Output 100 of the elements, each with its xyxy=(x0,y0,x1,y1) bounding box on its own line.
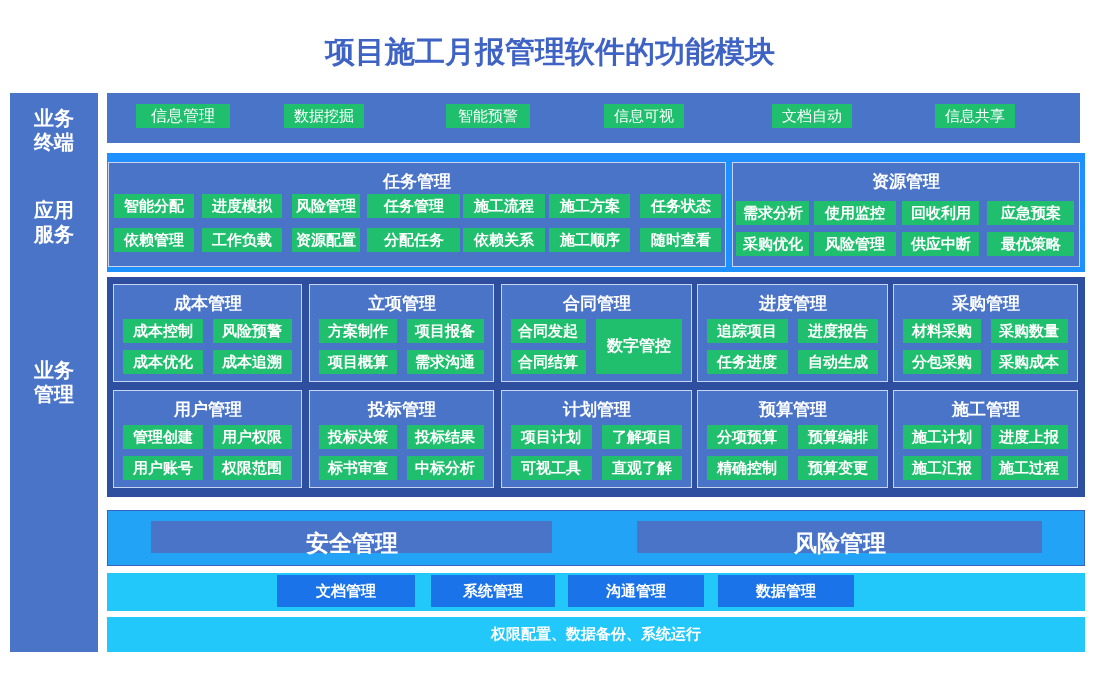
panel-heading: 任务管理 xyxy=(383,170,451,193)
feature-tag: 信息可视 xyxy=(604,104,684,128)
feature-tag: 工作负载 xyxy=(202,228,282,252)
feature-tag: 自动生成 xyxy=(797,350,878,374)
feature-tag: 成本追溯 xyxy=(212,350,292,374)
feature-tag: 分项预算 xyxy=(707,425,788,449)
feature-tag: 任务管理 xyxy=(367,194,460,218)
module-button: 系统管理 xyxy=(431,575,555,607)
feature-tag: 投标决策 xyxy=(319,425,397,449)
module-panel xyxy=(113,284,302,382)
feature-tag: 了解项目 xyxy=(601,425,682,449)
module-panel xyxy=(501,284,692,382)
module-panel xyxy=(501,390,692,488)
feature-tag: 依赖关系 xyxy=(463,228,545,252)
feature-tag: 可视工具 xyxy=(511,456,592,480)
feature-tag: 施工流程 xyxy=(463,194,545,218)
feature-tag: 施工方案 xyxy=(549,194,630,218)
module-panel xyxy=(732,162,1080,267)
feature-tag: 风险预警 xyxy=(212,319,292,343)
panel-heading: 用户管理 xyxy=(173,398,242,421)
feature-tag: 中标分析 xyxy=(406,456,484,480)
feature-tag: 风险管理 xyxy=(292,194,360,218)
feature-tag: 需求沟通 xyxy=(406,350,484,374)
module-panel xyxy=(697,284,888,382)
band-background xyxy=(107,573,1085,611)
feature-tag: 权限范围 xyxy=(212,456,292,480)
feature-tag: 精确控制 xyxy=(707,456,788,480)
feature-tag: 依赖管理 xyxy=(114,228,194,252)
panel-heading: 资源管理 xyxy=(872,170,940,193)
band-background xyxy=(107,93,1080,143)
panel-heading: 施工管理 xyxy=(951,398,1020,421)
panel-heading: 投标管理 xyxy=(367,398,436,421)
feature-tag: 任务进度 xyxy=(707,350,788,374)
feature-tag: 智能分配 xyxy=(114,194,194,218)
feature-tag: 随时查看 xyxy=(640,228,721,252)
feature-tag: 采购数量 xyxy=(990,319,1068,343)
feature-tag: 需求分析 xyxy=(736,201,809,225)
panel-heading: 立项管理 xyxy=(367,292,436,315)
module-panel xyxy=(697,390,888,488)
module-bar xyxy=(637,521,1042,553)
module-title: 风险管理 xyxy=(793,529,886,558)
band-background xyxy=(107,277,1085,497)
feature-tag: 施工过程 xyxy=(990,456,1068,480)
panel-heading: 预算管理 xyxy=(758,398,827,421)
module-button: 数据管理 xyxy=(718,575,854,607)
feature-tag: 信息管理 xyxy=(136,104,230,128)
module-panel xyxy=(309,284,494,382)
feature-tag: 信息共享 xyxy=(935,104,1015,128)
module-button: 文档管理 xyxy=(277,575,415,607)
feature-tag: 方案制作 xyxy=(319,319,397,343)
feature-tag: 采购成本 xyxy=(990,350,1068,374)
panel-heading: 成本管理 xyxy=(173,292,242,315)
panel-heading: 计划管理 xyxy=(562,398,631,421)
feature-tag: 任务状态 xyxy=(640,194,721,218)
panel-heading: 合同管理 xyxy=(562,292,631,315)
feature-tag: 项目计划 xyxy=(511,425,592,449)
band-background xyxy=(107,510,1085,566)
feature-tag: 采购优化 xyxy=(736,232,809,256)
feature-tag: 智能预警 xyxy=(446,104,530,128)
layer-label: 应用服务 xyxy=(32,198,75,246)
feature-tag: 成本控制 xyxy=(123,319,203,343)
feature-tag: 分包采购 xyxy=(903,350,981,374)
module-bar xyxy=(151,521,552,553)
feature-tag: 投标结果 xyxy=(406,425,484,449)
module-panel xyxy=(893,284,1078,382)
side-band xyxy=(10,93,98,652)
feature-tag: 施工顺序 xyxy=(549,228,630,252)
footer-bar: 权限配置、数据备份、系统运行 xyxy=(107,617,1085,652)
feature-tag: 文档自动 xyxy=(772,104,852,128)
feature-tag: 预算变更 xyxy=(797,456,878,480)
module-panel xyxy=(113,390,302,488)
feature-tag: 管理创建 xyxy=(123,425,203,449)
feature-tag: 进度上报 xyxy=(990,425,1068,449)
feature-tag: 回收利用 xyxy=(902,201,979,225)
panel-heading: 进度管理 xyxy=(758,292,827,315)
feature-tag: 材料采购 xyxy=(903,319,981,343)
band-background xyxy=(107,153,1085,272)
module-panel xyxy=(108,162,726,267)
module-panel xyxy=(309,390,494,488)
feature-tag: 数字管控 xyxy=(595,319,682,374)
layer-label: 业务管理 xyxy=(33,358,75,406)
feature-tag: 施工汇报 xyxy=(903,456,981,480)
feature-tag: 施工计划 xyxy=(903,425,981,449)
module-button: 沟通管理 xyxy=(568,575,704,607)
feature-tag: 合同发起 xyxy=(511,319,586,343)
feature-tag: 应急预案 xyxy=(987,201,1074,225)
feature-tag: 用户权限 xyxy=(212,425,292,449)
module-title: 安全管理 xyxy=(305,529,398,558)
feature-tag: 预算编排 xyxy=(797,425,878,449)
feature-tag: 直观了解 xyxy=(601,456,682,480)
feature-tag: 进度报告 xyxy=(797,319,878,343)
feature-tag: 最优策略 xyxy=(987,232,1074,256)
feature-tag: 标书审查 xyxy=(319,456,397,480)
feature-tag: 项目概算 xyxy=(319,350,397,374)
panel-heading: 采购管理 xyxy=(951,292,1020,315)
feature-tag: 项目报备 xyxy=(406,319,484,343)
feature-tag: 使用监控 xyxy=(814,201,896,225)
feature-tag: 资源配置 xyxy=(292,228,360,252)
feature-tag: 进度模拟 xyxy=(202,194,282,218)
feature-tag: 用户账号 xyxy=(123,456,203,480)
